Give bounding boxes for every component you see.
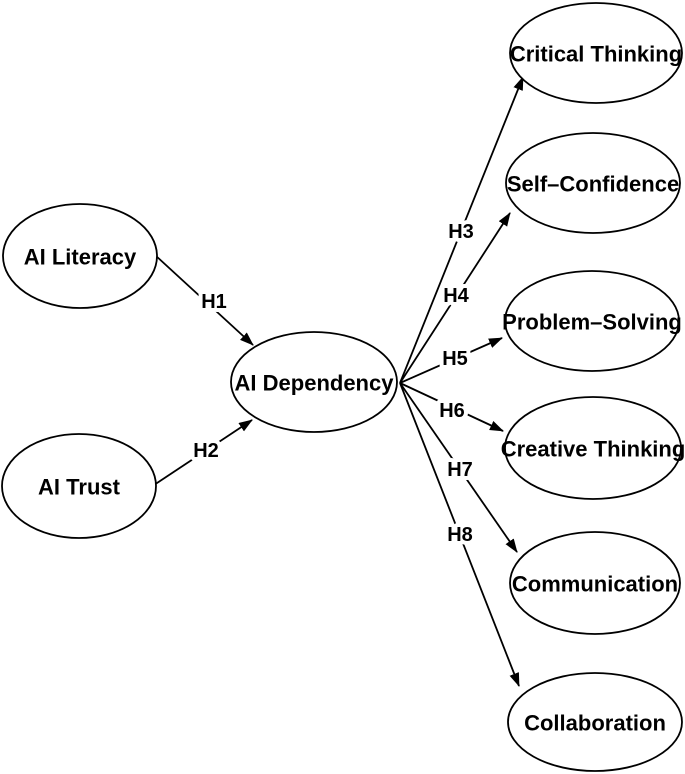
problem-solving-label: Problem–Solving bbox=[502, 310, 682, 335]
arrow-h8 bbox=[399, 382, 520, 687]
ai-literacy-ellipse bbox=[2, 203, 158, 309]
arrow-h6 bbox=[399, 382, 504, 432]
node-collaboration: Collaboration bbox=[507, 672, 683, 772]
ai-trust-ellipse bbox=[1, 433, 157, 539]
arrow-h7 bbox=[399, 382, 518, 553]
node-ai-dependency: AI Dependency bbox=[230, 331, 398, 433]
node-creative-thinking: Creative Thinking bbox=[501, 396, 685, 500]
node-ai-literacy: AI Literacy bbox=[2, 203, 158, 309]
collaboration-ellipse bbox=[507, 672, 683, 772]
collaboration-label: Collaboration bbox=[524, 711, 666, 736]
node-critical-thinking: Critical Thinking bbox=[509, 2, 683, 104]
arrow-h5 bbox=[399, 337, 503, 384]
edge-labels: H1 H2 H3 H4 H5 H6 H7 H8 bbox=[189, 217, 478, 550]
creative-thinking-label: Creative Thinking bbox=[501, 437, 685, 462]
arrow-h3-label: H3 bbox=[448, 221, 474, 243]
creative-thinking-ellipse bbox=[504, 396, 682, 500]
ai-literacy-label: AI Literacy bbox=[24, 245, 137, 270]
arrow-h4 bbox=[399, 212, 511, 384]
ai-dependency-ellipse bbox=[230, 331, 398, 433]
ai-dependency-label: AI Dependency bbox=[235, 371, 395, 396]
problem-solving-ellipse bbox=[504, 270, 680, 372]
arrow-h4-label: H4 bbox=[443, 285, 469, 307]
arrow-h6-label: H6 bbox=[439, 400, 465, 422]
communication-ellipse bbox=[509, 531, 681, 635]
arrow-h1 bbox=[154, 254, 254, 346]
self-confidence-label: Self–Confidence bbox=[507, 172, 679, 197]
ai-trust-label: AI Trust bbox=[38, 475, 121, 500]
node-problem-solving: Problem–Solving bbox=[502, 270, 682, 372]
arrow-h5-label: H5 bbox=[442, 348, 468, 370]
critical-thinking-ellipse bbox=[509, 2, 683, 104]
edges bbox=[153, 76, 524, 687]
arrow-h1-label: H1 bbox=[201, 291, 227, 313]
arrow-h2-label: H2 bbox=[193, 440, 219, 462]
arrow-h8-label: H8 bbox=[447, 524, 473, 546]
arrow-h2 bbox=[153, 419, 253, 486]
node-communication: Communication bbox=[509, 531, 681, 635]
self-confidence-ellipse bbox=[505, 132, 681, 234]
critical-thinking-label: Critical Thinking bbox=[510, 42, 682, 67]
arrow-h7-label: H7 bbox=[447, 459, 473, 481]
arrow-h3 bbox=[399, 76, 524, 384]
node-ai-trust: AI Trust bbox=[1, 433, 157, 539]
node-self-confidence: Self–Confidence bbox=[505, 132, 681, 234]
communication-label: Communication bbox=[512, 572, 678, 597]
